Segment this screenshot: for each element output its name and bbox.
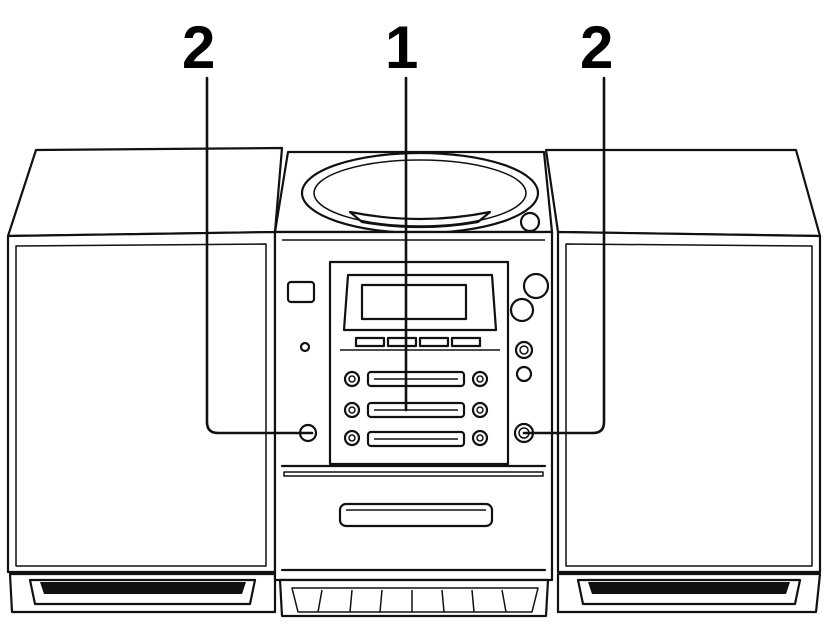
left-speaker [6,146,284,614]
leader-line-right [522,76,606,435]
base-vents [317,589,507,613]
control-row-1 [343,370,489,388]
control-row-2 [343,401,489,419]
function-button-1[interactable] [354,336,386,348]
power-button[interactable] [286,280,316,304]
slot-control-1[interactable] [366,370,466,388]
callout-label-right: 2 [580,14,613,81]
callout-label-center: 1 [385,14,418,81]
control-knob-left-1[interactable] [343,370,361,388]
function-buttons [340,336,500,351]
function-button-3[interactable] [418,336,450,348]
right-button-1[interactable] [514,340,534,360]
callout-label-left: 2 [182,14,215,81]
tuning-knob[interactable] [509,297,535,323]
control-row-3 [343,429,489,448]
leader-line-left [205,76,314,435]
right-button-2[interactable] [515,365,533,383]
control-knob-right-2[interactable] [471,401,489,419]
volume-knob[interactable] [522,272,550,300]
slot-control-3[interactable] [366,430,466,448]
indicator-light [299,341,311,353]
slot-control-2[interactable] [366,401,466,419]
main-unit [273,150,554,618]
control-knob-left-3[interactable] [343,429,361,447]
cassette-door[interactable] [338,502,494,528]
display-window [360,283,468,321]
function-button-4[interactable] [450,336,482,348]
right-speaker [544,148,822,614]
control-knob-right-1[interactable] [471,370,489,388]
control-knob-right-3[interactable] [471,429,489,447]
control-knob-left-2[interactable] [343,401,361,419]
